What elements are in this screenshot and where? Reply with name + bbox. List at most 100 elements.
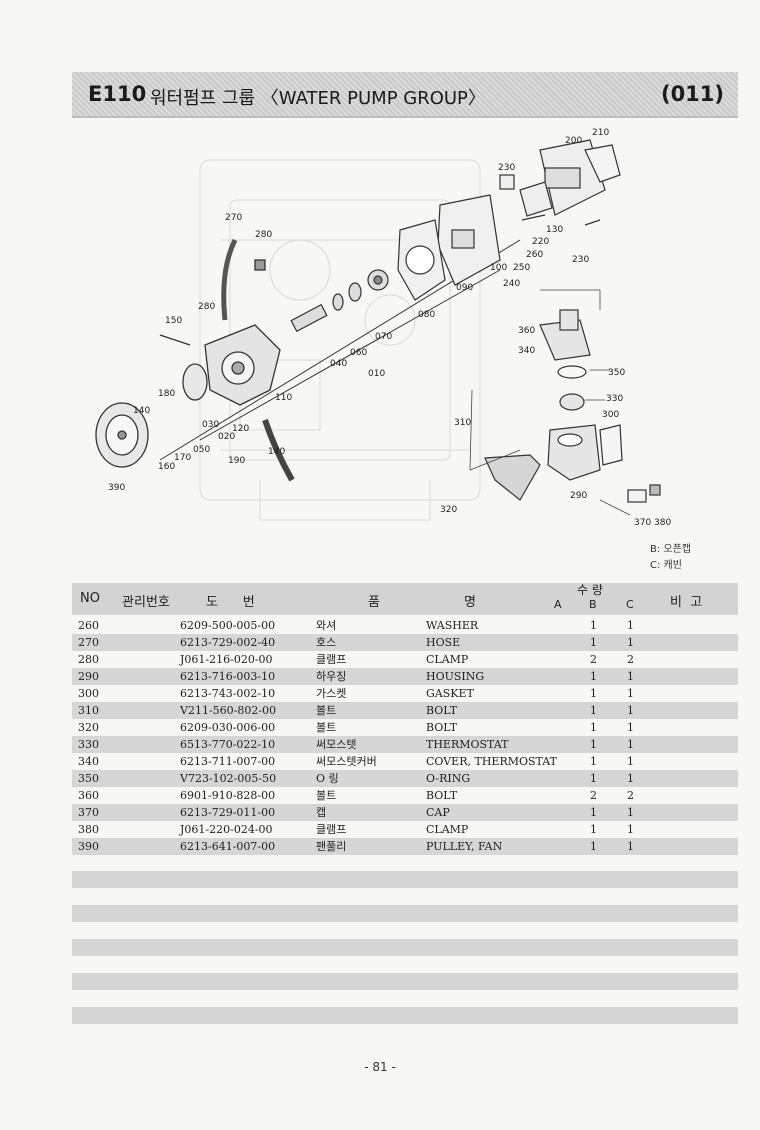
callout-060: 060 [350,348,367,358]
table-row: 280 J061-216-020-00 클램프 CLAMP 2 2 [72,651,738,668]
callout-290: 290 [570,491,587,501]
header-no: NO [80,591,100,606]
table-row: 300 6213-743-002-10 가스켓 GASKET 1 1 [72,685,738,702]
callout-220: 220 [532,237,549,247]
cell-qty-c: 1 [627,755,634,768]
empty-row [72,939,738,956]
callout-260: 260 [526,250,543,260]
cell-part-number: 6209-500-005-00 [180,619,276,632]
cell-korean-name: 와셔 [316,619,337,632]
cell-english-name: BOLT [426,789,458,802]
cell-korean-name: 하우징 [316,670,347,683]
table-row: 290 6213-716-003-10 하우징 HOUSING 1 1 [72,668,738,685]
header-qty-a: A [554,598,562,611]
cell-qty-c: 1 [627,704,634,717]
callout-210: 210 [592,128,609,138]
callout-150: 150 [165,316,182,326]
cell-korean-name: 캡 [316,806,327,819]
header-name-part1: 품 [368,595,380,610]
callout-370: 370 [634,518,651,528]
callout-340: 340 [518,346,535,356]
cell-no: 280 [78,653,99,666]
callout-350: 350 [608,368,625,378]
cell-english-name: COVER, THERMOSTAT [426,755,557,768]
cell-english-name: HOUSING [426,670,485,683]
cell-qty-b: 1 [590,636,597,649]
callout-200: 200 [565,136,582,146]
cell-qty-c: 1 [627,840,634,853]
cell-english-name: CAP [426,806,450,819]
cell-part-number: J061-220-024-00 [180,823,273,836]
cell-part-number: 6213-729-011-00 [180,806,276,819]
callout-050: 050 [193,445,210,455]
cell-no: 360 [78,789,99,802]
empty-row [72,871,738,888]
callout-040: 040 [330,359,347,369]
parts-table-header: NO 관리번호 도 번 품 명 수 량 A B C 비 고 [72,583,738,615]
cell-part-number: 6213-641-007-00 [180,840,276,853]
callout-090: 090 [456,283,473,293]
cell-qty-b: 1 [590,721,597,734]
cell-korean-name: 클램프 [316,823,347,836]
cell-qty-b: 2 [590,653,597,666]
callout-240: 240 [503,279,520,289]
cell-no: 320 [78,721,99,734]
cell-english-name: O-RING [426,772,471,785]
table-row: 310 V211-560-802-00 볼트 BOLT 1 1 [72,702,738,719]
cell-no: 270 [78,636,99,649]
section-number: (011) [660,82,724,106]
cell-english-name: PULLEY, FAN [426,840,503,853]
callout-110: 110 [275,393,292,403]
cell-korean-name: 볼트 [316,721,337,734]
callout-180: 180 [158,389,175,399]
water-pump-drawing: 200 210 230 130 220 260 100 250 240 230 … [95,128,671,528]
cell-no: 290 [78,670,99,683]
callout-190: 190 [228,456,245,466]
cell-korean-name: 써모스텟커버 [316,755,377,768]
table-row: 270 6213-729-002-40 호스 HOSE 1 1 [72,634,738,651]
cell-part-number: 6901-910-828-00 [180,789,276,802]
header-management-number: 관리번호 [122,595,170,610]
cell-qty-b: 1 [590,772,597,785]
cell-qty-b: 1 [590,687,597,700]
cell-qty-b: 1 [590,840,597,853]
table-row: 260 6209-500-005-00 와셔 WASHER 1 1 [72,617,738,634]
cell-no: 300 [78,687,99,700]
cell-no: 350 [78,772,99,785]
cell-qty-c: 1 [627,806,634,819]
cell-no: 330 [78,738,99,751]
cell-qty-b: 1 [590,806,597,819]
cell-qty-c: 2 [627,789,634,802]
cell-qty-c: 2 [627,653,634,666]
cell-qty-c: 1 [627,687,634,700]
callout-280b: 280 [198,302,215,312]
empty-row [72,905,738,922]
cell-english-name: HOSE [426,636,461,649]
callout-270: 270 [225,213,242,223]
cell-qty-b: 2 [590,789,597,802]
cell-part-number: V211-560-802-00 [180,704,277,717]
table-row: 340 6213-711-007-00 써모스텟커버 COVER, THERMO… [72,753,738,770]
cell-part-number: 6209-030-006-00 [180,721,276,734]
legend-c: C: 캐빈 [650,560,682,571]
callout-320: 320 [440,505,457,515]
cell-part-number: 6213-716-003-10 [180,670,276,683]
exploded-parts-diagram: 200 210 230 130 220 260 100 250 240 230 … [0,120,760,560]
cell-qty-c: 1 [627,823,634,836]
callout-140: 140 [133,406,150,416]
table-row: 350 V723-102-005-50 O 링 O-RING 1 1 [72,770,738,787]
empty-row [72,1007,738,1024]
callout-300: 300 [602,410,619,420]
callout-170: 170 [174,453,191,463]
cell-korean-name: 볼트 [316,704,337,717]
cell-qty-c: 1 [627,772,634,785]
table-row: 330 6513-770-022-10 써모스텟 THERMOSTAT 1 1 [72,736,738,753]
cell-part-number: 6213-743-002-10 [180,687,276,700]
cell-part-number: 6213-711-007-00 [180,755,276,768]
header-name-part2: 명 [464,595,476,610]
title-bar: E110 워터펌프 그룹 〈WATER PUMP GROUP〉 (011) [72,72,738,118]
cell-no: 380 [78,823,99,836]
header-qty-c: C [626,598,634,611]
table-row: 380 J061-220-024-00 클램프 CLAMP 1 1 [72,821,738,838]
table-row: 320 6209-030-006-00 볼트 BOLT 1 1 [72,719,738,736]
